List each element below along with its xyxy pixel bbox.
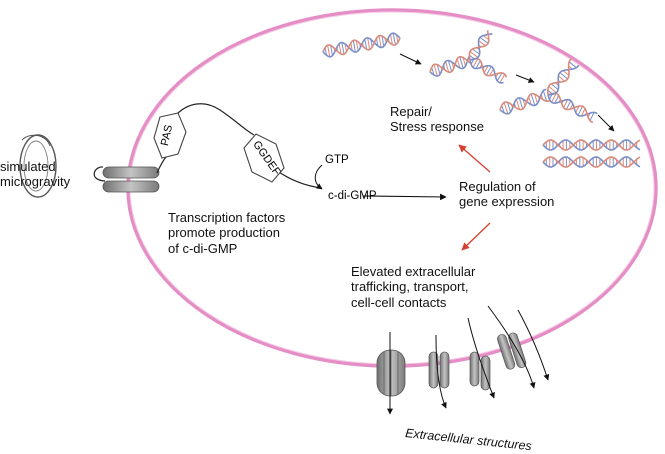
dna-step-arrow-1 (400, 54, 421, 64)
gtp-label: GTP (325, 154, 349, 166)
dna-base-pair (460, 57, 464, 69)
transporter-pair-3 (496, 330, 527, 372)
dna-base-pair (479, 41, 486, 46)
ggdef-domain: GGDEF (244, 134, 284, 182)
dna-base-pair (558, 76, 564, 81)
dna-base-pair (342, 43, 344, 55)
dna-base-pair (563, 71, 569, 76)
dna-intact (323, 33, 400, 57)
transcription-factors-label: Transcription factors promote production… (168, 210, 285, 256)
dna-break-upper (469, 30, 492, 60)
cdigmp-label: c-di-GMP (328, 190, 377, 202)
dna-step-arrow-2 (516, 75, 534, 82)
dna-repaired-2 (543, 157, 640, 167)
dna-fork-lower (548, 93, 597, 122)
gtp-to-cdigmp-arrow (315, 165, 322, 189)
transporter-pair-1 (429, 335, 449, 408)
transporter-3b-arrow (518, 310, 548, 380)
repair-stress-label: Repair/ Stress response (390, 104, 484, 135)
dna-base-pair (353, 41, 355, 53)
regulation-label: Regulation of gene expression (459, 179, 554, 210)
regulation-to-repair-arrow (459, 145, 490, 172)
dna-base-pair (379, 36, 381, 48)
transporter-pair-2 (468, 318, 494, 398)
dna-base-pair (504, 103, 508, 114)
dna-base-pair (472, 49, 479, 54)
elevated-trafficking-label: Elevated extracellular trafficking, tran… (351, 264, 475, 310)
microgravity-label: simulated microgravity (0, 159, 70, 190)
dna-base-pair (566, 101, 570, 110)
dna-base-pair (531, 94, 535, 105)
dna-step-arrow-3 (598, 115, 614, 131)
dna-break-right (470, 59, 507, 83)
dna-repaired-1 (543, 140, 640, 150)
dna-base-pair (328, 45, 330, 57)
dna-break-left (430, 57, 471, 76)
pas-domain: PAS (154, 113, 186, 158)
channel-protein (377, 332, 405, 414)
dna-helices (323, 30, 640, 167)
dna-strand (548, 95, 597, 116)
regulation-to-trafficking-arrow (462, 223, 490, 250)
dna-base-pair (393, 33, 395, 45)
dna-fork-left (500, 90, 550, 114)
dna-fork-upper (548, 59, 579, 95)
dna-base-pair (368, 38, 370, 50)
dna-base-pair (578, 106, 582, 115)
